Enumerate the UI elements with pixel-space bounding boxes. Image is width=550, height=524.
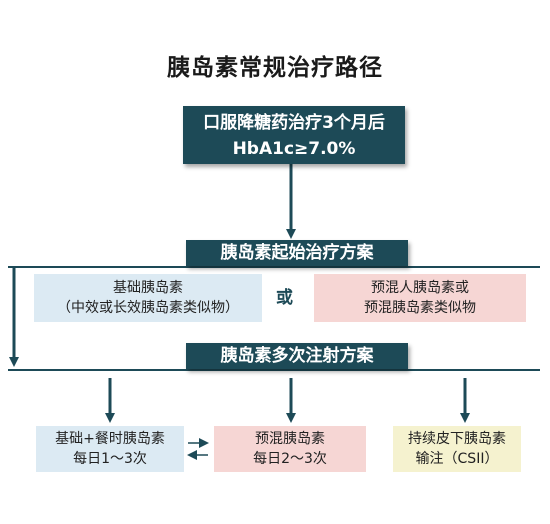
start-condition-line2: HbA1c≥7.0% bbox=[232, 139, 356, 159]
start-condition-box: 口服降糖药治疗3个月后 HbA1c≥7.0% bbox=[183, 106, 405, 164]
csii-plan: 持续皮下胰岛素 输注（CSII） bbox=[393, 426, 521, 472]
premixed-insulin-option: 预混人胰岛素或 预混胰岛素类似物 bbox=[314, 274, 526, 322]
basal-bolus-line2: 每日1～3次 bbox=[73, 451, 147, 467]
premixed-plan-line2: 每日2～3次 bbox=[253, 451, 327, 467]
basal-bolus-line1: 基础+餐时胰岛素 bbox=[55, 431, 165, 447]
basal-insulin-line1: 基础胰岛素 bbox=[113, 280, 183, 296]
basal-bolus-plan: 基础+餐时胰岛素 每日1～3次 bbox=[36, 426, 184, 472]
premixed-option-line2: 预混胰岛素类似物 bbox=[364, 300, 476, 316]
or-label: 或 bbox=[276, 288, 293, 308]
csii-plan-line1: 持续皮下胰岛素 bbox=[408, 431, 506, 447]
start-condition-line1: 口服降糖药治疗3个月后 bbox=[203, 113, 385, 133]
premixed-option-line1: 预混人胰岛素或 bbox=[371, 280, 469, 296]
basal-insulin-line2: （中效或长效胰岛素类似物） bbox=[57, 300, 239, 316]
csii-plan-line2: 输注（CSII） bbox=[415, 451, 499, 467]
multiple-injection-header: 胰岛素多次注射方案 bbox=[186, 343, 408, 369]
diagram-title: 胰岛素常规治疗路径 bbox=[167, 55, 383, 81]
initial-regimen-header: 胰岛素起始治疗方案 bbox=[186, 240, 408, 266]
basal-insulin-option: 基础胰岛素 （中效或长效胰岛素类似物） bbox=[34, 274, 262, 322]
premixed-plan: 预混胰岛素 每日2～3次 bbox=[214, 426, 366, 472]
premixed-plan-line1: 预混胰岛素 bbox=[255, 431, 325, 447]
